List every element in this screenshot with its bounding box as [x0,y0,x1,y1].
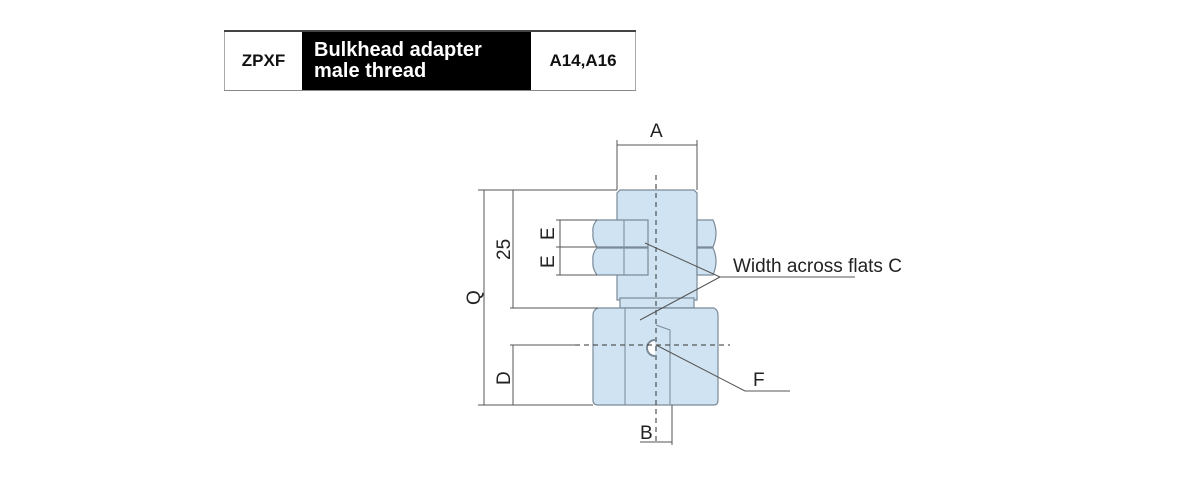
title-line-2: male thread [314,60,427,82]
dim-label-e-upper: E [538,227,559,240]
dim-label-f: F [753,370,765,391]
body-details [623,220,671,405]
fitting-body [592,189,719,406]
center-lines [575,175,730,445]
dim-label-d: D [494,371,515,385]
dim-label-a: A [650,121,663,142]
product-code: ZPXF [224,32,302,90]
dimension-lines [478,140,855,445]
dim-label-q: Q [464,290,485,305]
title-line-1: Bulkhead adapter [314,39,482,61]
dim-label-25: 25 [494,239,515,260]
product-sizes: A14,A16 [531,32,636,90]
stem-neck [619,297,695,309]
width-across-flats-label: Width across flats C [733,256,902,277]
dim-label-b: B [640,423,653,444]
dim-label-e-lower: E [538,255,559,268]
